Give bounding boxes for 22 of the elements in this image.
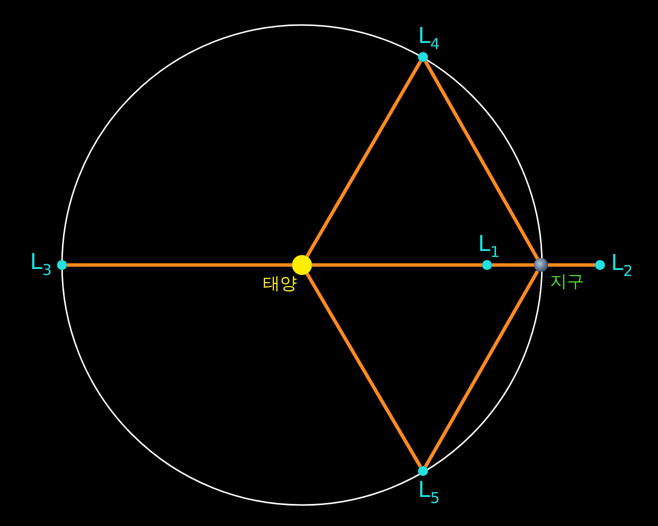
- point-label: L$_{5}$: [418, 480, 440, 506]
- point-label: 태양: [263, 276, 297, 293]
- point-label: L$_{1}$: [478, 234, 500, 260]
- connector-line: [492, 263, 534, 267]
- earth-circle: [534, 258, 548, 272]
- connector-line: [548, 263, 595, 267]
- point-label: 지구: [550, 274, 584, 291]
- connector-line: [306, 272, 422, 468]
- connector-line: [67, 263, 292, 267]
- lagrange-point: [482, 260, 492, 270]
- connector-line: [424, 270, 540, 468]
- point-label: L$_{4}$: [418, 26, 440, 52]
- lagrange-point: [418, 52, 428, 62]
- point-label: L$_{2}$: [611, 253, 633, 279]
- point-label: L$_{3}$: [30, 252, 52, 278]
- connector-line: [424, 60, 540, 260]
- connector-line: [312, 263, 482, 267]
- lagrange-point: [595, 260, 605, 270]
- lagrange-point: [418, 466, 428, 476]
- sun-circle: [292, 255, 312, 275]
- lagrange-point: [57, 260, 67, 270]
- connector-line: [306, 60, 422, 258]
